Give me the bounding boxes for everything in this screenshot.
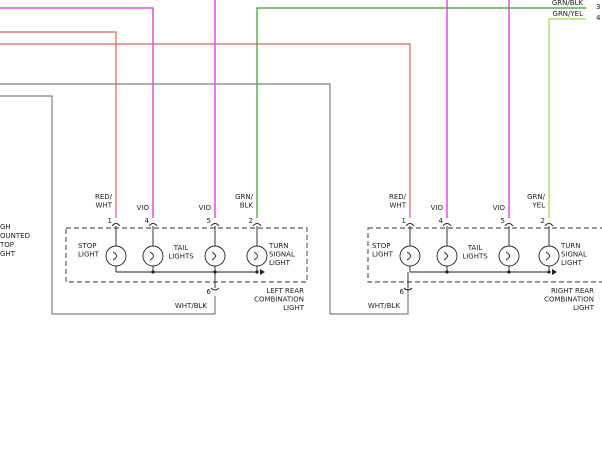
- lamp-left-1: [105, 245, 127, 267]
- connector-right-2: [442, 223, 452, 227]
- assembly-box-right: [367, 227, 602, 283]
- wires-layer: [0, 0, 586, 315]
- wire-label-left-2: VIO: [137, 204, 150, 212]
- pin-number-top-right-1: 3: [596, 3, 600, 11]
- pin-number-top-right-2: 4: [596, 14, 601, 22]
- wire-red-wht-right: [0, 43, 411, 218]
- connector-left-1: [111, 223, 121, 227]
- filament-left-1: [112, 251, 117, 261]
- junction-right-4: [547, 270, 551, 274]
- lamp-right-2: [436, 245, 458, 267]
- wire-label-left-4: GRN/BLK: [235, 193, 254, 210]
- connector-right-3: [504, 223, 514, 227]
- lamp-left-4: [246, 245, 268, 267]
- wire-label-right-3: VIO: [493, 204, 506, 212]
- wire-red-wht-left: [0, 31, 117, 218]
- pin-number-left-1: 1: [108, 217, 112, 225]
- filament-left-2: [149, 251, 154, 261]
- wire-label-top-right-1: GRN/BLK: [552, 0, 584, 7]
- connector-left-3: [210, 223, 220, 227]
- lamp-right-1: [399, 245, 421, 267]
- assembly-box-left: [65, 227, 308, 283]
- lamp-right-4: [538, 245, 560, 267]
- wire-label-right-4: GRN/YEL: [527, 193, 546, 210]
- wire-vio-left-a: [0, 7, 154, 218]
- pin-number-right-4: 2: [541, 217, 545, 225]
- wire-label-left-3: VIO: [199, 204, 212, 212]
- wire-label-right-2: VIO: [431, 204, 444, 212]
- ground-pin-right: 6: [400, 288, 405, 296]
- pin-number-right-3: 5: [501, 217, 505, 225]
- filament-left-4: [253, 251, 258, 261]
- filament-right-3: [505, 251, 510, 261]
- ground-wire-label-right: WHT/BLK: [368, 302, 401, 310]
- wire-wht-blk-top: [0, 83, 409, 315]
- junction-left-4: [255, 270, 259, 274]
- lamp-left-2: [142, 245, 164, 267]
- junction-right-3: [507, 270, 511, 274]
- junction-left-2: [151, 270, 155, 274]
- ground-connector-left: [210, 287, 220, 291]
- filament-right-1: [406, 251, 411, 261]
- pin-number-left-4: 2: [249, 217, 253, 225]
- ground-arrow-left: [260, 269, 265, 275]
- pin-number-right-1: 1: [402, 217, 406, 225]
- ground-arrow-right: [552, 269, 557, 275]
- connector-right-4: [544, 223, 554, 227]
- filament-right-2: [443, 251, 448, 261]
- pin-number-right-2: 4: [439, 217, 444, 225]
- connector-left-2: [148, 223, 158, 227]
- pin-number-left-2: 4: [145, 217, 150, 225]
- filament-left-3: [211, 251, 216, 261]
- connector-left-4: [252, 223, 262, 227]
- pin-number-left-3: 5: [207, 217, 211, 225]
- wire-label-left-1: RED/WHT: [95, 193, 113, 210]
- filament-right-4: [545, 251, 550, 261]
- wire-grn-blk-left: [256, 7, 586, 218]
- ground-connector-right: [403, 287, 413, 291]
- wire-label-top-right-2: GRN/YEL: [553, 10, 584, 18]
- wire-wht-blk-left-ground: [0, 95, 216, 315]
- connector-right-1: [405, 223, 415, 227]
- ground-pin-left: 6: [207, 288, 212, 296]
- junction-left-3: [213, 270, 217, 274]
- wire-grn-yel-right: [548, 18, 586, 218]
- lamp-left-3: [204, 245, 226, 267]
- junction-right-2: [445, 270, 449, 274]
- wire-label-right-1: RED/WHT: [389, 193, 407, 210]
- lamp-right-3: [498, 245, 520, 267]
- ground-wire-label-left: WHT/BLK: [175, 302, 208, 310]
